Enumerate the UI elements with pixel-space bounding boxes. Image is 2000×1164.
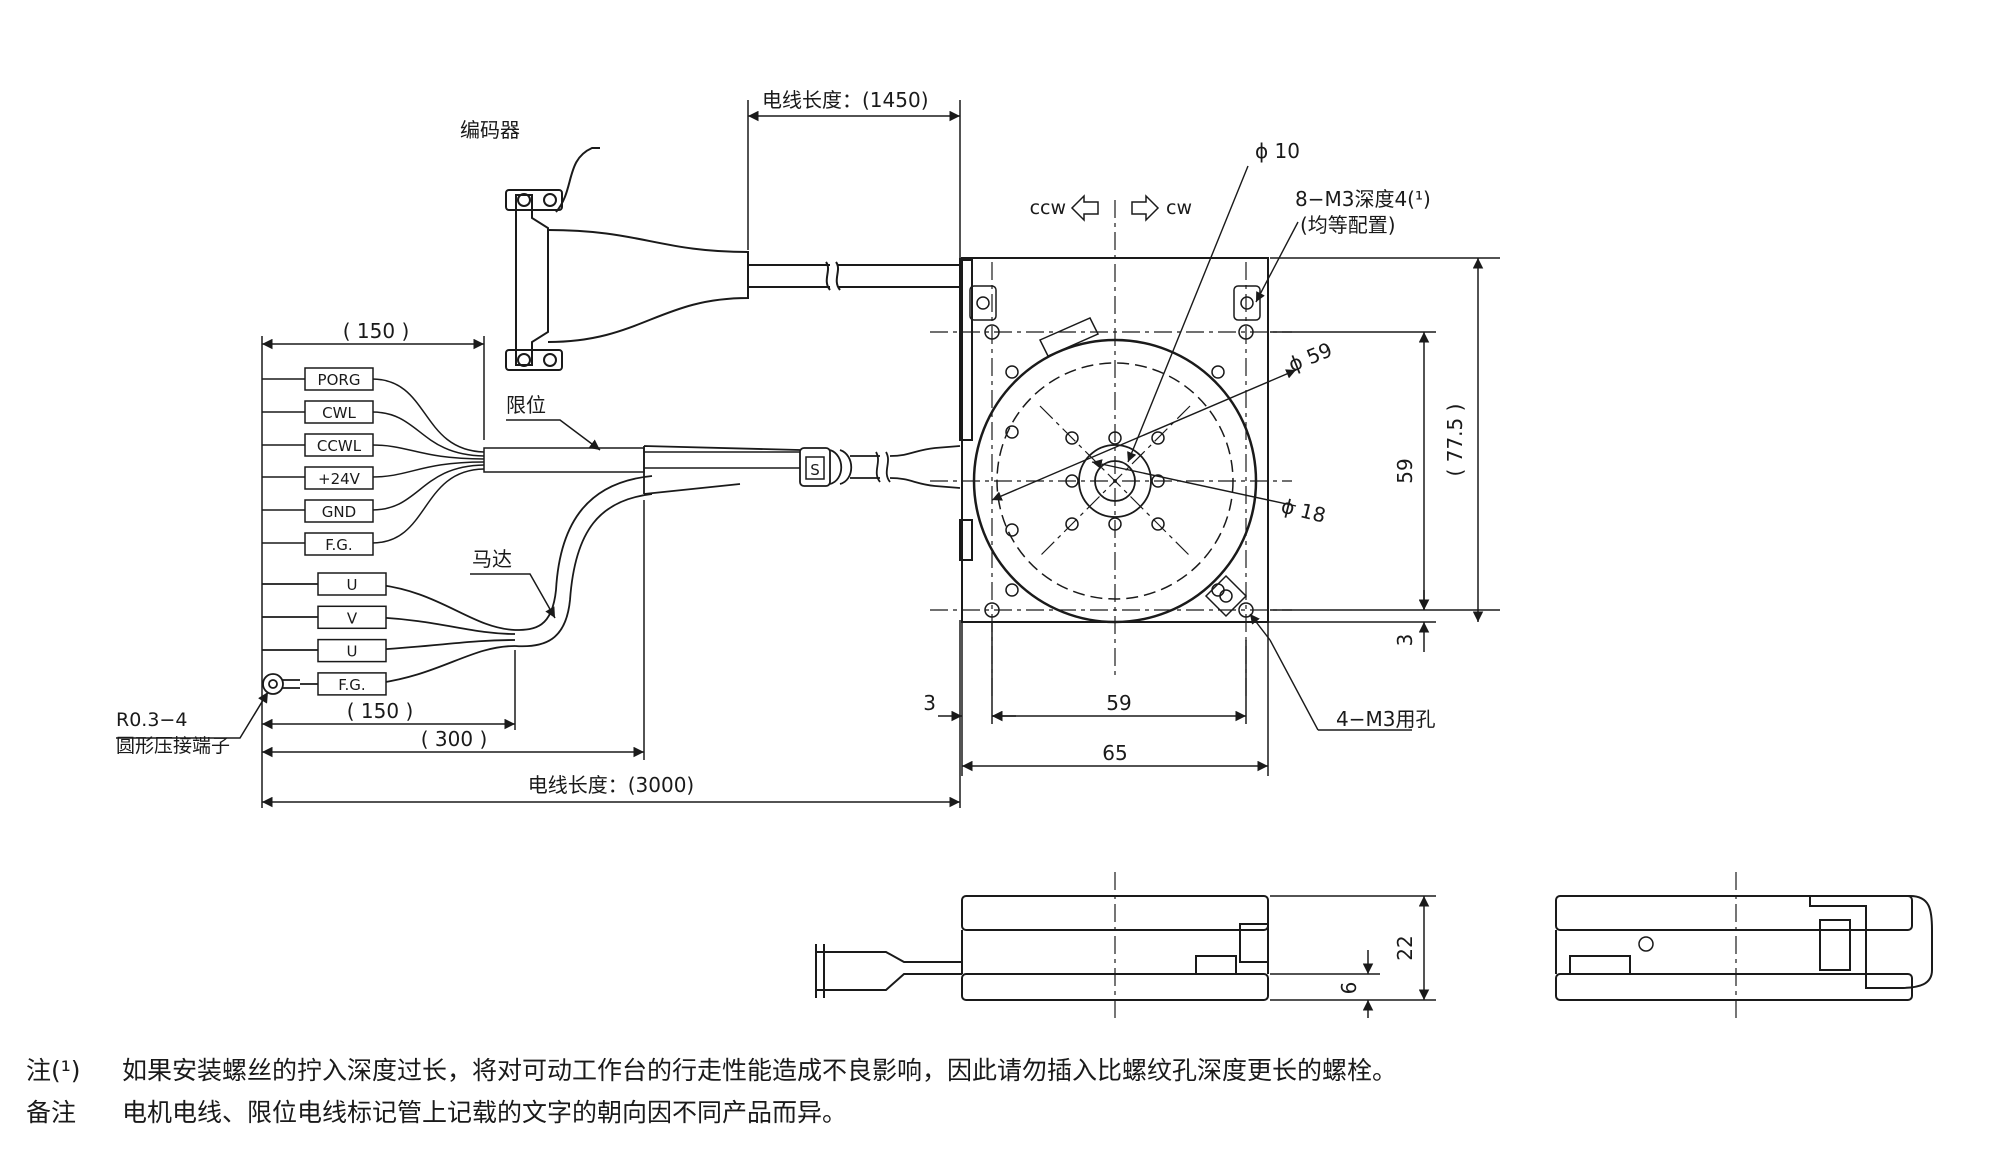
dim-22: 22 xyxy=(1393,935,1417,960)
wire-label-motor-0: U xyxy=(347,576,358,594)
wire-label-motor-1: V xyxy=(347,609,358,627)
encoder-cable xyxy=(505,147,961,371)
note-1-text: 如果安装螺丝的拧入深度过长，将对可动工作台的行走性能造成不良影响，因此请勿插入比… xyxy=(122,1056,1398,1085)
dim-150-bottom: ( 150 ) xyxy=(347,699,414,723)
wire-label-motor-3: F.G. xyxy=(338,676,365,694)
svg-text:S: S xyxy=(810,461,820,479)
wire-label-box xyxy=(317,672,387,696)
note-2-text: 电机电线、限位电线标记管上记载的文字的朝向因不同产品而异。 xyxy=(122,1098,848,1127)
tapped-holes-line2: (均等配置) xyxy=(1300,213,1396,237)
wire-label-limit-3: +24V xyxy=(318,470,361,488)
cable-length-bottom: 电线长度：(3000) xyxy=(528,773,695,797)
ccw-label: ccw xyxy=(1030,197,1066,219)
wire-label-box xyxy=(317,605,387,630)
rotation-arrows xyxy=(1070,194,1160,222)
shield-mark: S xyxy=(805,456,825,480)
wire-label-box xyxy=(304,499,374,523)
center-lines xyxy=(930,200,1292,700)
dim-3-left: 3 xyxy=(923,691,936,715)
left-dimensions xyxy=(261,336,961,808)
dim-1450 xyxy=(747,100,961,258)
cw-label: cw xyxy=(1166,197,1192,219)
notes: 注(¹) 如果安装螺丝的拧入深度过长，将对可动工作台的行走性能造成不良影响，因此… xyxy=(26,1050,1397,1134)
table-dimensions xyxy=(938,257,1500,776)
encoder-label: 编码器 xyxy=(460,118,520,142)
motor-cable xyxy=(262,445,961,695)
note-2-label: 备注 xyxy=(26,1098,77,1127)
side-view-dims xyxy=(1270,895,1436,1018)
wire-label-box xyxy=(304,532,374,556)
dim-59-height: 59 xyxy=(1393,458,1417,483)
note-2: 备注 电机电线、限位电线标记管上记载的文字的朝向因不同产品而异。 xyxy=(26,1092,1397,1134)
terminal-size: R0.3−4 xyxy=(116,709,187,731)
wire-label-box xyxy=(317,572,387,596)
motor-wire-labels: UVU F.G. xyxy=(317,572,387,696)
table-top-view xyxy=(959,257,1269,624)
wire-label-box xyxy=(304,466,374,490)
wire-label-box xyxy=(304,433,374,457)
wire-label-limit-0: PORG xyxy=(318,371,361,389)
wire-label-box xyxy=(304,400,374,424)
side-view xyxy=(815,895,1269,1001)
cable-length-top: 电线长度：(1450) xyxy=(762,88,929,112)
dim-65: 65 xyxy=(1102,741,1127,765)
diameter-leaders xyxy=(991,165,1412,731)
dim-6: 6 xyxy=(1337,982,1361,995)
wire-label-box xyxy=(317,638,387,663)
note-1: 注(¹) 如果安装螺丝的拧入深度过长，将对可动工作台的行走性能造成不良影响，因此… xyxy=(26,1050,1397,1092)
dim-3-right: 3 xyxy=(1393,634,1417,647)
wire-label-motor-2: U xyxy=(347,643,358,661)
phi59-label: ϕ 59 xyxy=(1285,338,1336,377)
wire-label-limit-2: CCWL xyxy=(317,437,362,455)
wire-label-limit-4: GND xyxy=(322,503,356,521)
phi10-label: ϕ 10 xyxy=(1255,139,1300,163)
note-1-label: 注(¹) xyxy=(26,1056,81,1085)
dim-150-top: ( 150 ) xyxy=(343,319,410,343)
limit-label: 限位 xyxy=(506,393,546,417)
end-view xyxy=(1555,895,1933,1001)
dim-77-5: ( 77.5 ) xyxy=(1443,404,1467,477)
dim-300: ( 300 ) xyxy=(421,727,488,751)
terminal-name: 圆形压接端子 xyxy=(116,735,230,757)
mount-holes-label: 4−M3用孔 xyxy=(1336,707,1435,731)
dim-59-width: 59 xyxy=(1106,691,1131,715)
wire-label-box xyxy=(304,367,374,391)
leaders xyxy=(116,419,601,739)
phi18-label: ϕ 18 xyxy=(1279,494,1328,528)
motor-label: 马达 xyxy=(472,547,512,571)
limit-wire-labels: PORG CWL CCWL +24V GND F.G. xyxy=(304,367,374,556)
wire-label-limit-5: F.G. xyxy=(325,536,352,554)
tapped-holes-line1: 8−M3深度4(¹) xyxy=(1295,187,1431,211)
limit-wires xyxy=(262,378,800,544)
wire-label-limit-1: CWL xyxy=(322,404,356,422)
